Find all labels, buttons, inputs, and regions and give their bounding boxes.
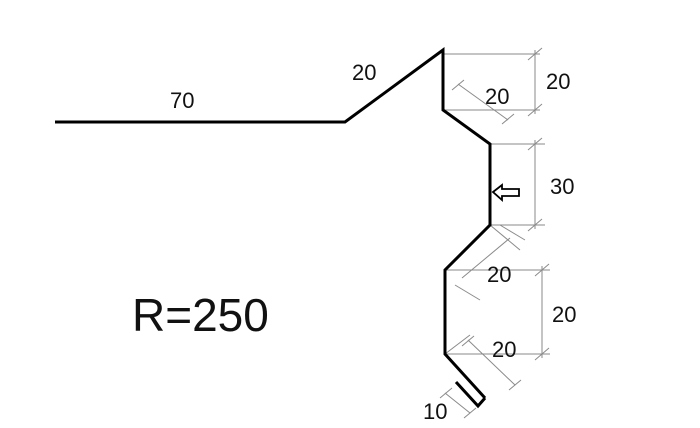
radius-label: R=250 bbox=[132, 289, 269, 341]
profile-outline bbox=[55, 47, 492, 400]
dim-lower-height: 20 bbox=[552, 302, 577, 327]
dim-upper-step-diagonal: 20 bbox=[485, 84, 510, 109]
dim-middle-height: 30 bbox=[550, 174, 575, 199]
hem-fold bbox=[454, 380, 487, 409]
dim-lower-step-diagonal-top: 20 bbox=[487, 262, 512, 287]
dim-slope: 20 bbox=[352, 60, 377, 85]
dim-upper-step-height: 20 bbox=[546, 69, 571, 94]
dim-top-flat: 70 bbox=[170, 88, 195, 113]
arrow-icon bbox=[491, 183, 520, 203]
dim-lower-step-diagonal-bottom: 20 bbox=[492, 337, 517, 362]
dimension-lines bbox=[439, 47, 550, 419]
dim-hem: 10 bbox=[423, 399, 448, 424]
